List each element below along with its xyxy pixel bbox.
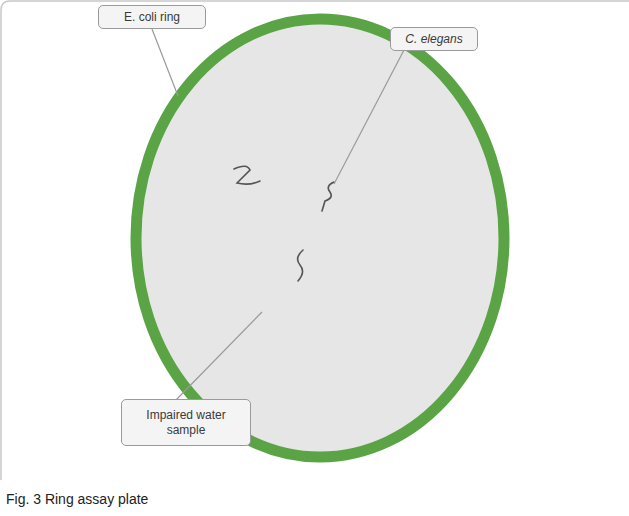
callout-label: Impaired water sample [134, 408, 238, 438]
callout-box: C. elegans [390, 27, 478, 51]
leader-line [176, 312, 262, 400]
callout-label: E. coli ring [124, 10, 180, 25]
worm [234, 166, 260, 184]
figure-caption: Fig. 3 Ring assay plate [6, 491, 148, 507]
worm [322, 182, 334, 211]
leader-line [152, 29, 178, 96]
callout-box: E. coli ring [98, 5, 206, 29]
callout-box: Impaired water sample [121, 399, 251, 446]
worm [298, 250, 303, 281]
callout-label: C. elegans [405, 32, 462, 47]
figure-frame [1, 1, 629, 480]
agar-plate [136, 19, 504, 457]
leader-line [334, 50, 404, 184]
